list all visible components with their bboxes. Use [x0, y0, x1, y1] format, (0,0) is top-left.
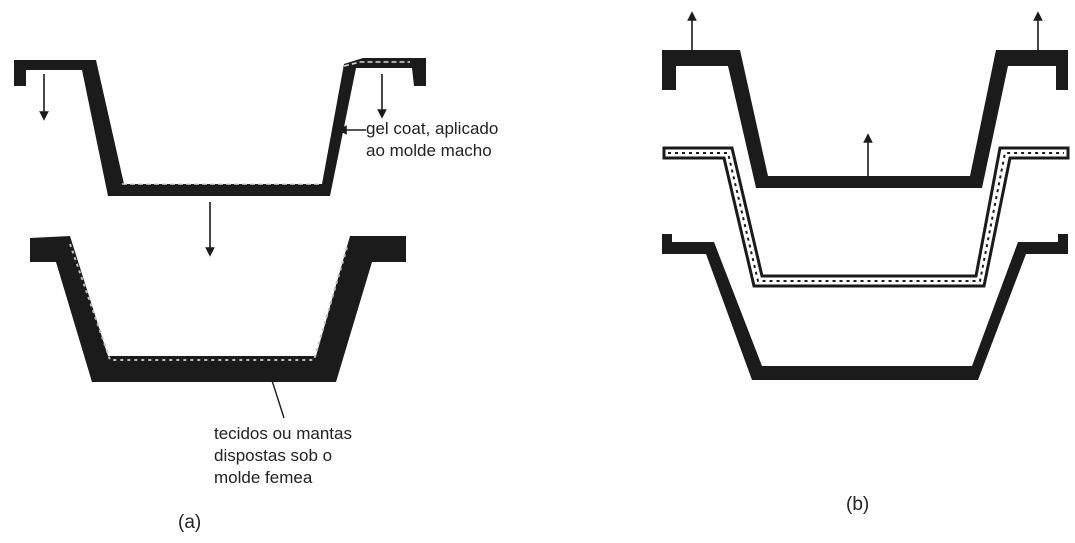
male-mold-a [14, 58, 426, 196]
gel-coat-label-line-1: gel coat, aplicado [366, 119, 499, 138]
caption-b: (b) [846, 494, 870, 515]
caption-a: (a) [178, 512, 202, 533]
male-mold-b [662, 50, 1068, 188]
fabric-layer [69, 243, 349, 361]
figure-a [14, 58, 426, 419]
female-mold-b [662, 234, 1068, 380]
fabric-label: tecidos ou mantas dispostas sob o molde … [214, 423, 352, 489]
laminated-part-texture [668, 152, 1064, 282]
gel-coat-label: gel coat, aplicado ao molde macho [366, 118, 498, 162]
female-mold-a [30, 236, 406, 382]
fabric-label-line-1: tecidos ou mantas [214, 424, 352, 443]
laminated-part-b [662, 146, 1070, 288]
gel-coat-label-line-2: ao molde macho [366, 141, 492, 160]
fabric-label-line-3: molde femea [214, 468, 313, 487]
fabric-label-line-2: dispostas sob o [214, 446, 333, 465]
fabric-pointer [267, 367, 285, 419]
figure-b [662, 11, 1070, 380]
gel-coat-layer [122, 61, 410, 185]
